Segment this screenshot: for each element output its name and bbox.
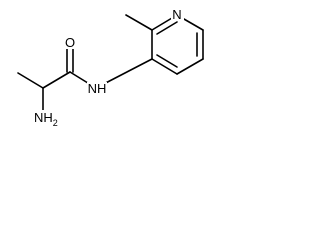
amide-nh-label: NH bbox=[88, 81, 107, 96]
bond-lines bbox=[17, 14, 204, 113]
amine-subscript: 2 bbox=[53, 118, 58, 128]
bond-ring-c4-c3-inner bbox=[156, 54, 178, 68]
molecule-structure: O NH N NH2 bbox=[17, 7, 204, 128]
carbonyl-oxygen-label: O bbox=[65, 35, 75, 50]
amine-label: NH2 bbox=[34, 110, 58, 128]
bond-ring-methyl bbox=[125, 14, 153, 31]
bond-methyl-alpha bbox=[17, 72, 44, 89]
bond-ring-c4-c3 bbox=[151, 58, 178, 75]
bond-ring-c5-c4 bbox=[176, 58, 204, 75]
amine-nh-text: NH bbox=[34, 110, 53, 125]
bond-alpha-carbonyl bbox=[42, 71, 71, 89]
atom-labels: O NH N NH2 bbox=[33, 7, 184, 128]
bond-ring-c2-n-inner bbox=[156, 21, 178, 35]
pyridine-n-label: N bbox=[172, 7, 181, 22]
